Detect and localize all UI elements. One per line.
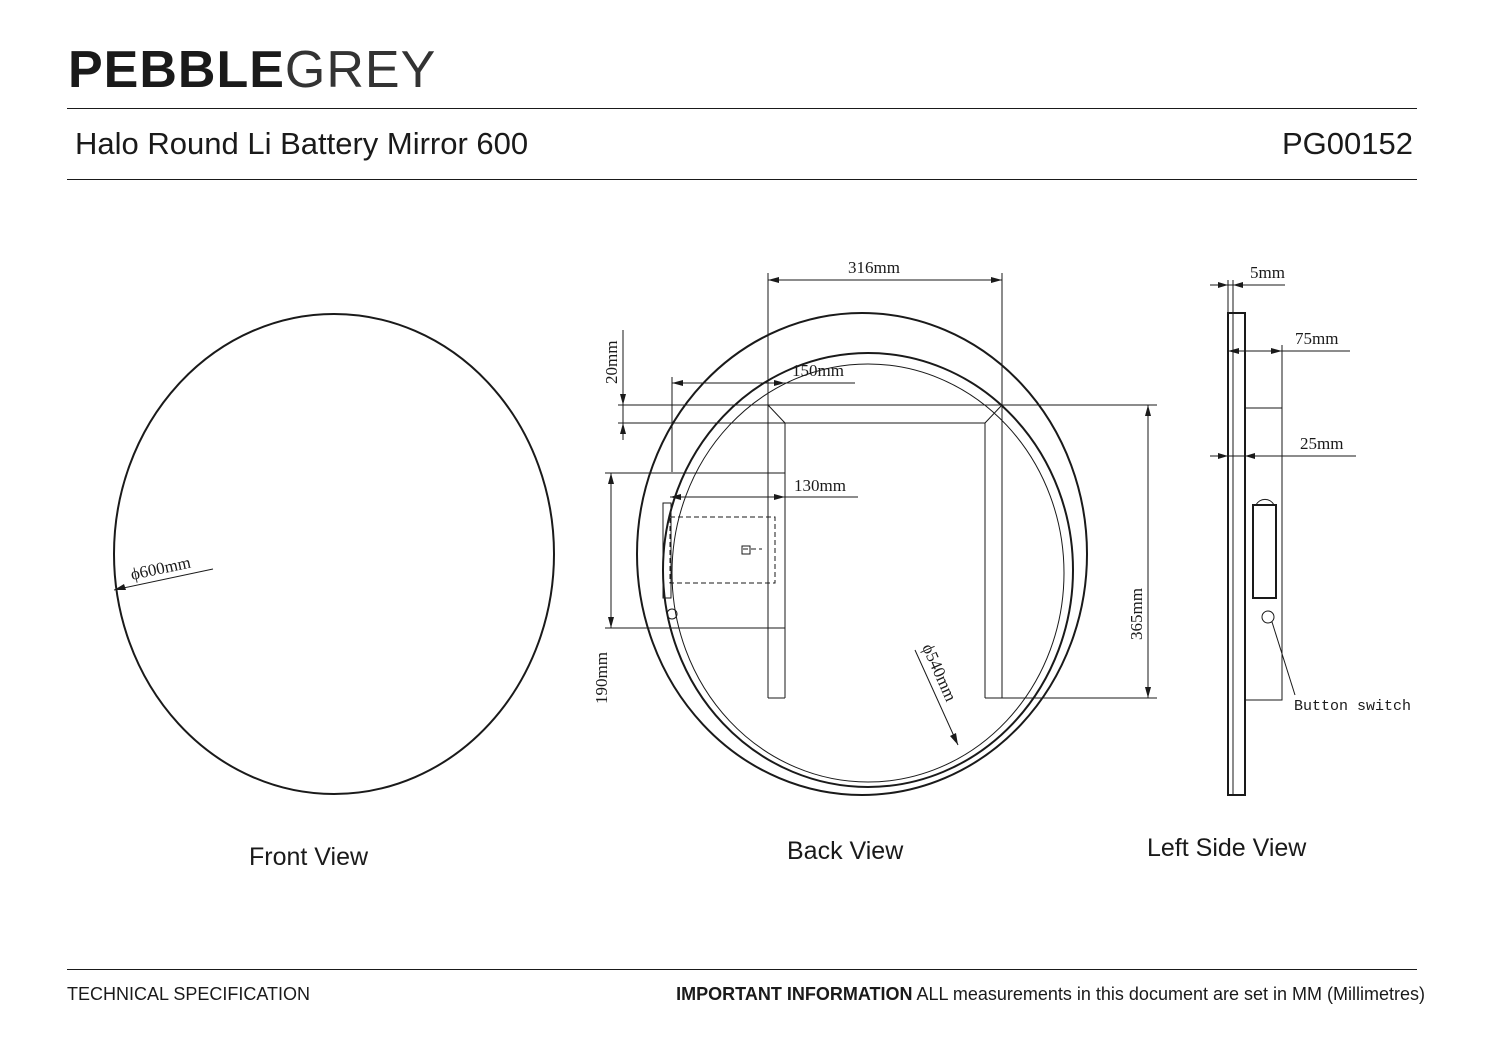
dim-190: 190mm xyxy=(592,472,785,704)
brand-logo: PEBBLEGREY xyxy=(68,40,436,100)
side-button-switch xyxy=(1261,610,1275,624)
dim-365-label: 365mm xyxy=(1127,588,1146,640)
dim-75-label: 75mm xyxy=(1295,329,1338,348)
front-diameter-leader xyxy=(113,568,214,591)
dim-150: 150mm xyxy=(671,361,855,472)
front-view-drawing: ϕ600mm xyxy=(113,313,555,795)
product-code: PG00152 xyxy=(1282,126,1413,161)
header-rule-bottom xyxy=(67,179,1417,180)
dim-75: 75mm xyxy=(1228,329,1350,356)
dim-5-label: 5mm xyxy=(1250,263,1285,282)
dim-130: 130mm xyxy=(670,476,858,500)
dim-130-label: 130mm xyxy=(794,476,846,495)
side-frame-mid xyxy=(1244,407,1283,457)
button-switch-leader xyxy=(1271,621,1296,696)
side-frame-upper xyxy=(1244,350,1283,409)
side-view-drawing: 5mm 75mm 25mm Button switch xyxy=(1210,263,1411,796)
dim-20-label: 20mm xyxy=(602,341,621,384)
back-view-label: Back View xyxy=(787,837,904,865)
back-inner-ring xyxy=(662,352,1074,788)
dim-25-label: 25mm xyxy=(1300,434,1343,453)
dim-365: 365mm xyxy=(1002,404,1157,699)
back-inner-ring-2 xyxy=(671,363,1065,783)
dim-316-label: 316mm xyxy=(848,258,900,277)
side-battery-pack xyxy=(1252,504,1277,599)
front-diameter-label: ϕ600mm xyxy=(129,553,193,584)
brand-name-light: GREY xyxy=(284,41,437,99)
back-bracket xyxy=(767,404,1003,699)
back-battery-box xyxy=(662,496,785,620)
back-outer-ring xyxy=(636,312,1088,796)
header-rule-top xyxy=(67,108,1417,109)
dim-150-label: 150mm xyxy=(792,361,844,380)
dim-25: 25mm xyxy=(1210,434,1356,459)
dim-190-label: 190mm xyxy=(592,652,611,704)
dim-5: 5mm xyxy=(1210,263,1285,313)
front-diameter-arrow xyxy=(114,584,126,590)
front-view-label: Front View xyxy=(249,843,369,871)
front-mirror-outline xyxy=(113,313,555,795)
side-view-label: Left Side View xyxy=(1147,834,1307,862)
footer-rule xyxy=(67,969,1417,970)
footer-technical-spec: TECHNICAL SPECIFICATION xyxy=(67,984,311,1004)
product-title: Halo Round Li Battery Mirror 600 xyxy=(75,126,529,161)
important-label: IMPORTANT INFORMATION xyxy=(676,984,913,1004)
dim-540-label: ϕ540mm xyxy=(918,641,960,704)
dim-540: ϕ540mm xyxy=(914,641,960,746)
button-switch-label: Button switch xyxy=(1294,698,1411,715)
brand-name-bold: PEBBLE xyxy=(68,41,285,99)
back-view-drawing: 316mm 150mm 20mm 130mm xyxy=(592,258,1157,796)
dim-20: 20mm xyxy=(602,330,785,440)
side-mirror-glass xyxy=(1227,312,1246,796)
important-text: ALL measurements in this document are se… xyxy=(912,984,1425,1004)
footer-important-info: IMPORTANT INFORMATION ALL measurements i… xyxy=(676,982,1425,1006)
